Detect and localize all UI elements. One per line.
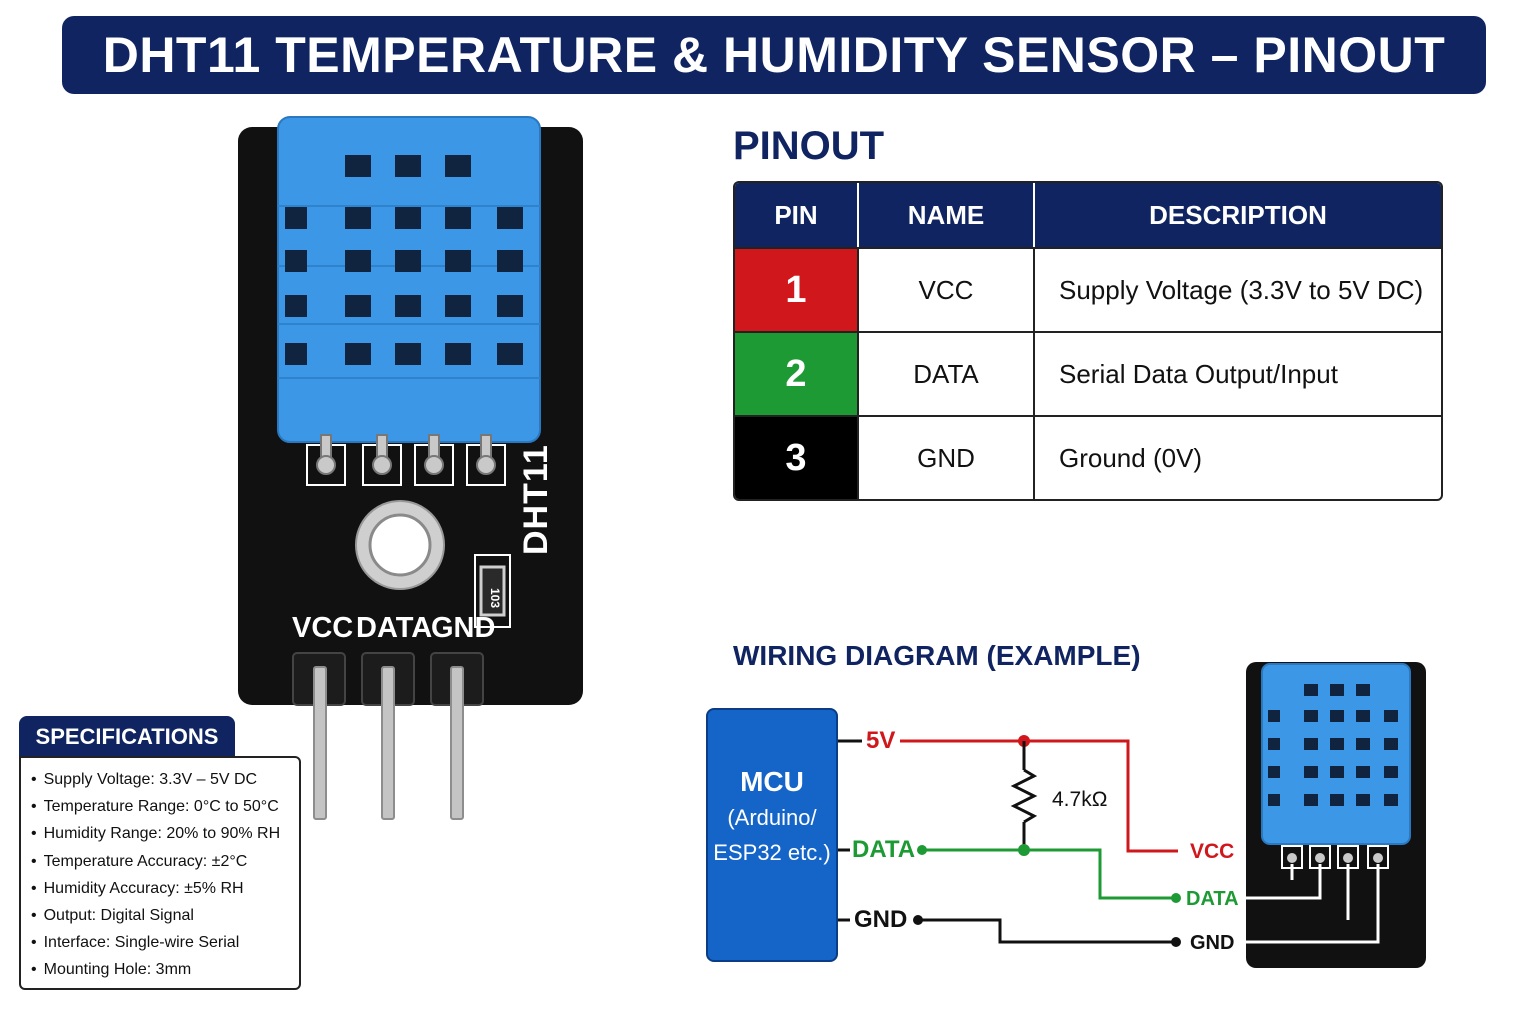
table-row: 1 VCC Supply Voltage (3.3V to 5V DC) bbox=[735, 247, 1441, 331]
resistor-value-label: 4.7kΩ bbox=[1052, 788, 1108, 811]
spec-item: Temperature Range: 0°C to 50°C bbox=[31, 793, 299, 820]
pinout-table-header: PIN NAME DESCRIPTION bbox=[735, 183, 1441, 247]
spec-item: Temperature Accuracy: ±2°C bbox=[31, 848, 299, 875]
column-header-pin: PIN bbox=[774, 199, 818, 230]
pin-description: Ground (0V) bbox=[1033, 417, 1441, 499]
sensor-pin-gnd-label: GND bbox=[1190, 932, 1235, 954]
board-pin-label-vcc: VCC bbox=[292, 612, 354, 644]
mcu-pin-5v-label: 5V bbox=[866, 727, 896, 754]
pullup-resistor-symbol bbox=[1010, 741, 1038, 850]
mcu-block: MCU (Arduino/ ESP32 etc.) bbox=[706, 708, 838, 962]
pin-number-cell: 1 bbox=[735, 249, 857, 331]
pin-number: 1 bbox=[785, 268, 807, 311]
specifications-heading: SPECIFICATIONS bbox=[19, 716, 235, 758]
table-row: 2 DATA Serial Data Output/Input bbox=[735, 331, 1441, 415]
dht11-board-graphic bbox=[238, 116, 583, 820]
sensor-leads bbox=[1244, 864, 1380, 944]
specifications-box: Supply Voltage: 3.3V – 5V DC Temperature… bbox=[19, 756, 301, 990]
ground-wire bbox=[838, 915, 1181, 947]
mcu-pin-gnd-label: GND bbox=[854, 906, 908, 933]
spec-item: Humidity Accuracy: ±5% RH bbox=[31, 875, 299, 902]
wiring-sensor-housing bbox=[1261, 663, 1411, 869]
pinout-table: PIN NAME DESCRIPTION 1 VCC Supply Voltag… bbox=[733, 181, 1443, 501]
mcu-subtitle-line1: (Arduino/ bbox=[727, 805, 817, 830]
spec-item: Output: Digital Signal bbox=[31, 902, 299, 929]
page-title: DHT11 TEMPERATURE & HUMIDITY SENSOR – PI… bbox=[62, 16, 1486, 94]
table-row: 3 GND Ground (0V) bbox=[735, 415, 1441, 499]
pin-number: 2 bbox=[785, 352, 807, 395]
pin-description: Supply Voltage (3.3V to 5V DC) bbox=[1033, 249, 1441, 331]
pinout-heading: PINOUT bbox=[733, 124, 885, 168]
dht11-module-illustration: VCC DATA GND DHT11 103 bbox=[235, 115, 590, 830]
wiring-heading: WIRING DIAGRAM (EXAMPLE) bbox=[733, 640, 1141, 671]
mcu-title: MCU bbox=[740, 766, 804, 797]
spec-item: Interface: Single-wire Serial bbox=[31, 929, 299, 956]
pin-description: Serial Data Output/Input bbox=[1033, 333, 1441, 415]
mcu-subtitle-line2: ESP32 etc.) bbox=[713, 840, 831, 865]
sensor-pin-data-label: DATA bbox=[1186, 888, 1239, 910]
mcu-pin-data-label: DATA bbox=[852, 836, 916, 863]
pin-name: DATA bbox=[857, 333, 1033, 415]
pin-name: VCC bbox=[857, 249, 1033, 331]
pin-number-cell: 2 bbox=[735, 333, 857, 415]
column-header-name: NAME bbox=[857, 183, 1033, 247]
board-pin-label-gnd: GND bbox=[431, 612, 496, 644]
pin-name: GND bbox=[857, 417, 1033, 499]
board-pin-label-data: DATA bbox=[356, 612, 433, 644]
data-wire bbox=[838, 844, 1181, 903]
pin-number: 3 bbox=[785, 436, 807, 479]
spec-item: Mounting Hole: 3mm bbox=[31, 956, 299, 983]
sensor-pin-vcc-label: VCC bbox=[1190, 840, 1235, 863]
spec-item: Supply Voltage: 3.3V – 5V DC bbox=[31, 766, 299, 793]
spec-item: Humidity Range: 20% to 90% RH bbox=[31, 820, 299, 847]
column-header-description: DESCRIPTION bbox=[1033, 183, 1441, 247]
pin-number-cell: 3 bbox=[735, 417, 857, 499]
